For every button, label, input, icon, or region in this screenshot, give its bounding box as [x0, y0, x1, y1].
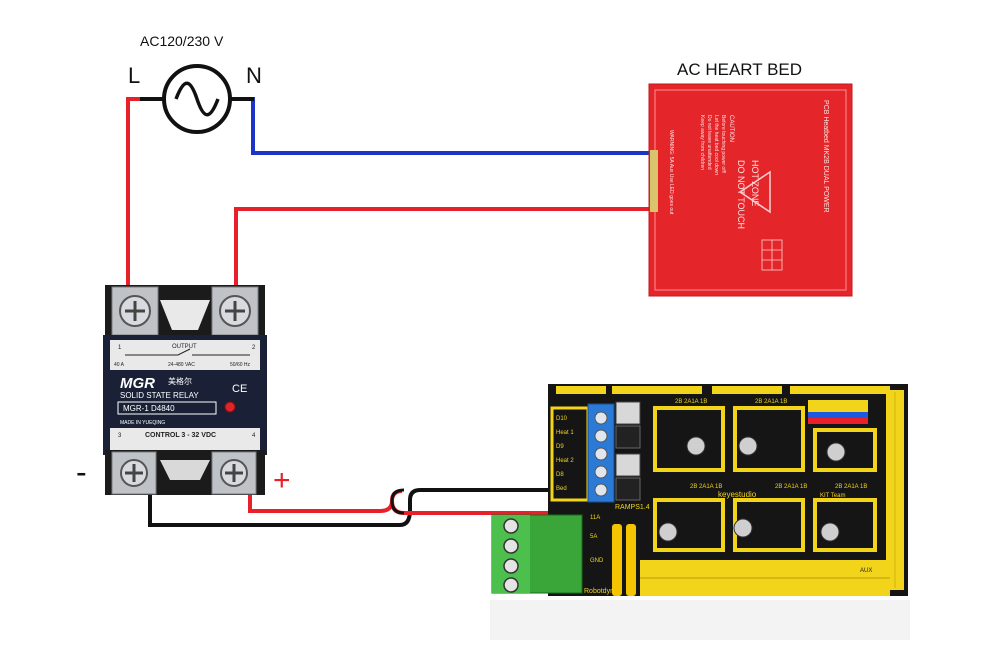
power-label-gnd: GND — [590, 558, 604, 564]
relay-freq-rating: 50/60 Hz — [230, 362, 251, 368]
relay-control-label: CONTROL 3 - 32 VDC — [145, 432, 216, 439]
control-plus-label: + — [273, 464, 291, 497]
relay-output-range: 24-480 VAC — [168, 362, 195, 368]
driver-label-4: 2B 2A1A 1B — [835, 484, 867, 490]
line-label: L — [128, 63, 140, 88]
neutral-label: N — [246, 63, 262, 88]
board-kit-label: KIT Team — [820, 493, 845, 499]
heater-label-d10: D10 — [556, 416, 568, 422]
relay-type: SOLID STATE RELAY — [120, 391, 199, 400]
capacitors — [658, 436, 846, 542]
mosfets — [615, 401, 641, 501]
pin-matrix — [808, 400, 868, 424]
ac-source: AC120/230 V L N — [128, 33, 262, 134]
power-terminal-screws — [503, 518, 519, 593]
hot-zone-line-1: DO NOT TOUCH — [736, 160, 746, 229]
sine-wave-icon — [174, 81, 220, 117]
relay-control-plate — [110, 428, 260, 450]
line-wire — [126, 97, 160, 290]
driver-label-2: 2B 2A1A 1B — [690, 484, 722, 490]
driver-label-1: 2B 2A1A 1B — [755, 399, 787, 405]
cable-loop — [390, 488, 405, 515]
top-header-pins — [556, 386, 890, 394]
heater-label-d8: D8 — [556, 472, 564, 478]
heat-bed: AC HEART BED CAUTION Before touching pow… — [648, 60, 853, 297]
relay-ce-mark: CE — [232, 383, 247, 395]
ramps-board: 2B 2A1A 1B 2B 2A1A 1B 2B 2A1A 1B 2B 2A1A… — [490, 384, 910, 640]
heatbed-pads — [650, 150, 658, 212]
hot-warning-icon — [738, 170, 771, 214]
switch-icon — [125, 348, 250, 356]
power-label-5a: 5A — [590, 534, 597, 540]
heatbed-title: AC HEART BED — [677, 60, 802, 79]
driver-label-3: 2B 2A1A 1B — [775, 484, 807, 490]
relay-terminal-3-num: 3 — [118, 433, 122, 439]
heatbed-grid — [761, 239, 783, 271]
board-brand-short: Robotdyn — [584, 588, 614, 595]
relay-amp-rating: 40 A — [114, 362, 125, 368]
relay-to-bed-wire — [234, 207, 660, 290]
heatbed-vertical-left: PCB Heatbed MK2B DUAL POWER — [822, 100, 829, 213]
caution-line-4: Keep away from children — [699, 115, 705, 170]
terminal-screws — [594, 411, 608, 497]
fuse — [626, 524, 636, 596]
board-brand: keyestudio — [718, 490, 757, 499]
driver-label-0: 2B 2A1A 1B — [675, 399, 707, 405]
relay-output-label: OUTPUT — [172, 344, 197, 350]
control-minus-label: - — [76, 454, 87, 490]
fuse — [612, 524, 622, 596]
relay-terminal-1-num: 1 — [118, 345, 122, 351]
heater-label-heat2: Heat 2 — [556, 458, 574, 464]
power-label-11a: 11A — [590, 515, 600, 521]
caution-line-3: Do not leave unattended — [706, 115, 712, 170]
control-minus-wire — [148, 488, 590, 527]
board-aux-label: AUX — [860, 568, 872, 574]
relay-led — [224, 401, 236, 413]
relay-brand: MGR — [120, 375, 155, 392]
caution-line-1: Before touching power off! — [720, 115, 726, 173]
caution-line-0: CAUTION — [728, 115, 734, 142]
relay-model: MGR-1 D4840 — [123, 404, 175, 413]
relay-model-box — [117, 401, 217, 415]
heater-label-d9: D9 — [556, 444, 564, 450]
heater-label-bed: Bed — [556, 486, 567, 492]
voltage-label: AC120/230 V — [140, 33, 224, 49]
heater-label-heat1: Heat 1 — [556, 430, 574, 436]
relay-brand-cn: 美格尔 — [168, 376, 192, 386]
solid-state-relay: 1 2 OUTPUT 40 A 24-480 VAC 50/60 Hz MGR … — [76, 285, 291, 497]
caution-line-2: Let the heat bed cool down — [713, 115, 719, 175]
relay-terminal-4-num: 4 — [252, 433, 256, 439]
relay-made-in: MADE IN YUEQING — [120, 420, 165, 426]
neutral-wire — [233, 97, 660, 155]
heatbed-vertical-warning: WARNING: 5A Aux Use LED goes out — [668, 130, 674, 215]
hot-zone-line-0: HOT ZONE — [750, 160, 760, 206]
relay-terminal-2-num: 2 — [252, 345, 256, 351]
heatbed-pcb — [648, 83, 853, 297]
board-ramps-label: RAMPS1.4 — [615, 504, 650, 511]
